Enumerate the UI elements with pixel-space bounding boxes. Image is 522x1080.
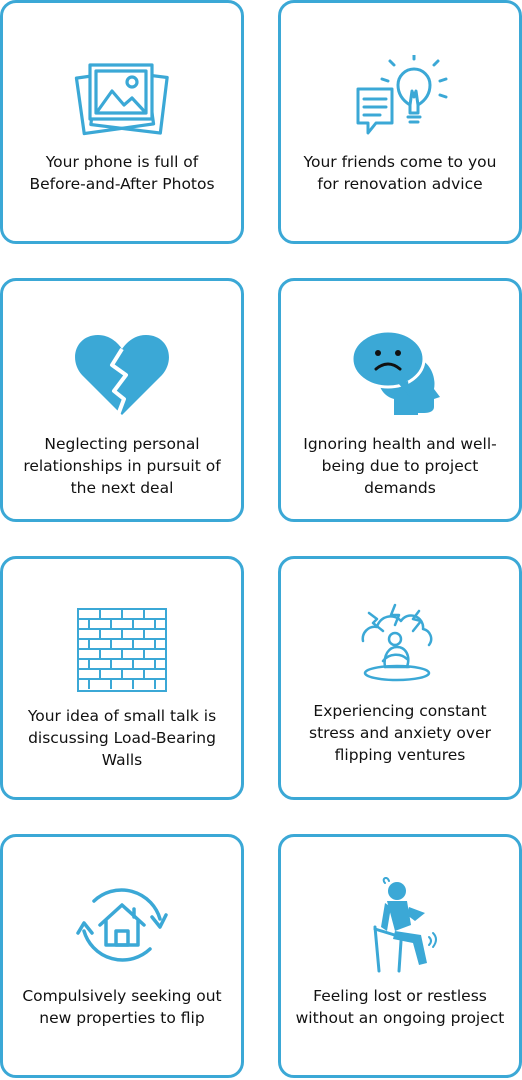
card-text: Experiencing constant stress and anxiety… bbox=[309, 702, 491, 764]
house-cycle-icon bbox=[76, 888, 168, 962]
card-stress-anxiety: Experiencing constant stress and anxiety… bbox=[278, 556, 522, 800]
card-text: Neglecting personal relationships in pur… bbox=[23, 435, 221, 497]
card-feeling-lost: Feeling lost or restless without an ongo… bbox=[278, 834, 522, 1078]
card-text: Compulsively seeking out new properties … bbox=[22, 987, 222, 1027]
card-ignoring-health: Ignoring health and well-being due to pr… bbox=[278, 278, 522, 522]
card-before-after-photos: Your phone is full of Before-and-After P… bbox=[0, 0, 244, 244]
photos-icon bbox=[74, 63, 169, 136]
stressed-person-icon bbox=[361, 603, 433, 682]
card-text: Your phone is full of Before-and-After P… bbox=[29, 153, 215, 193]
card-compulsive-seeking: Compulsively seeking out new properties … bbox=[0, 834, 244, 1078]
card-text: Your friends come to you for renovation … bbox=[303, 153, 497, 193]
broken-heart-icon bbox=[75, 335, 169, 416]
anxious-seated-person-icon bbox=[373, 877, 437, 973]
card-text: Feeling lost or restless without an ongo… bbox=[295, 987, 505, 1027]
sad-head-icon bbox=[350, 329, 440, 415]
card-renovation-advice: Your friends come to you for renovation … bbox=[278, 0, 522, 244]
lightbulb-idea-icon bbox=[356, 55, 448, 135]
card-text: Ignoring health and well-being due to pr… bbox=[303, 435, 497, 497]
card-text: Your idea of small talk is discussing Lo… bbox=[27, 707, 217, 769]
brick-wall-icon bbox=[77, 608, 167, 692]
card-small-talk-walls: Your idea of small talk is discussing Lo… bbox=[0, 556, 244, 800]
card-neglecting-relationships: Neglecting personal relationships in pur… bbox=[0, 278, 244, 522]
